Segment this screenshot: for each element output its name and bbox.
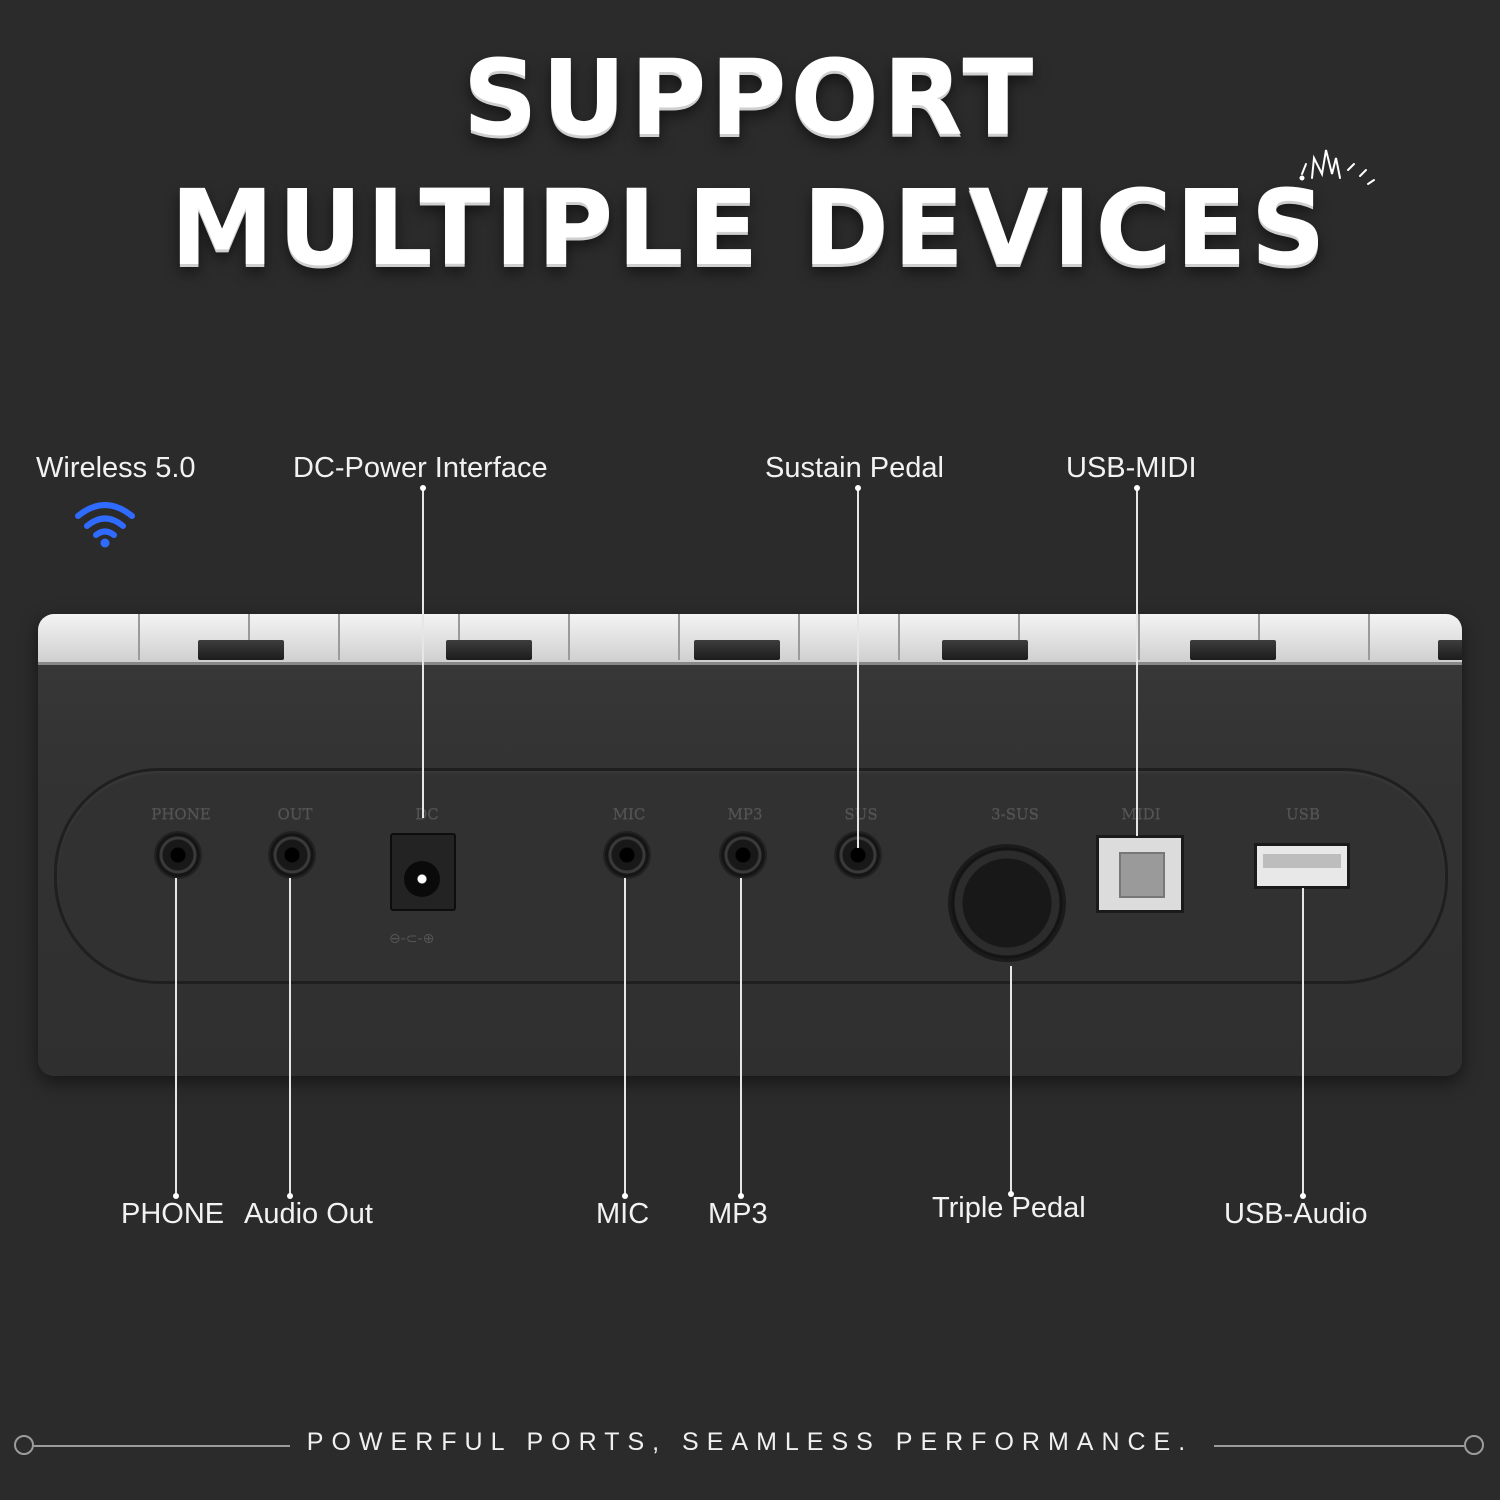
heading-line-2: MULTIPLE DEVICES bbox=[170, 167, 1330, 289]
marking-midi: MIDI bbox=[1121, 805, 1161, 823]
leader-mic bbox=[624, 878, 626, 1196]
marking-usb: USB bbox=[1286, 805, 1320, 823]
label-sustain-pedal: Sustain Pedal bbox=[765, 452, 944, 484]
footer-rule-left bbox=[34, 1445, 290, 1447]
footer-rule-right bbox=[1214, 1445, 1464, 1447]
label-wireless: Wireless 5.0 bbox=[36, 452, 196, 484]
marking-phone: PHONE bbox=[151, 805, 211, 823]
leader-dot bbox=[1300, 1193, 1306, 1199]
footer-ornament-right bbox=[1464, 1435, 1484, 1455]
leader-dot bbox=[1134, 485, 1140, 491]
mic-jack bbox=[605, 833, 649, 877]
leader-triple-pedal bbox=[1010, 966, 1012, 1194]
leader-mp3 bbox=[740, 878, 742, 1196]
heading-line-1: SUPPORT bbox=[462, 37, 1038, 159]
label-dc-power: DC-Power Interface bbox=[293, 452, 548, 484]
leader-dot bbox=[173, 1193, 179, 1199]
footer-ornament-left bbox=[14, 1435, 34, 1455]
marking-mic: MIC bbox=[612, 805, 646, 823]
keyboard-keys bbox=[38, 614, 1462, 665]
keyboard-back-panel: PHONE OUT DC MIC MP3 SUS 3-SUS MIDI USB … bbox=[38, 614, 1462, 1076]
marking-3-sus: 3-SUS bbox=[991, 805, 1039, 823]
leader-phone bbox=[175, 878, 177, 1196]
leader-dot bbox=[1008, 1191, 1014, 1197]
leader-sustain bbox=[857, 488, 859, 848]
label-usb-audio: USB-Audio bbox=[1224, 1198, 1368, 1230]
leader-dot bbox=[855, 485, 861, 491]
leader-dc bbox=[422, 488, 424, 818]
triple-pedal-din-port bbox=[951, 847, 1063, 959]
leader-dot bbox=[420, 485, 426, 491]
leader-usb-audio bbox=[1302, 888, 1304, 1196]
label-triple-pedal: Triple Pedal bbox=[932, 1192, 1086, 1224]
mp3-jack bbox=[721, 833, 765, 877]
dc-polarity-symbols: ⊖-⊂-⊕ bbox=[389, 931, 435, 947]
marking-dc: DC bbox=[415, 805, 439, 823]
label-usb-midi: USB-MIDI bbox=[1066, 452, 1197, 484]
label-audio-out: Audio Out bbox=[244, 1198, 373, 1230]
sparkle-icon bbox=[1299, 149, 1375, 185]
label-mic: MIC bbox=[596, 1198, 650, 1230]
usb-audio-port bbox=[1254, 843, 1350, 889]
phone-jack bbox=[156, 833, 200, 877]
usb-midi-port bbox=[1096, 835, 1184, 913]
leader-dot bbox=[622, 1193, 628, 1199]
port-panel: PHONE OUT DC MIC MP3 SUS 3-SUS MIDI USB … bbox=[54, 768, 1448, 984]
marking-sus: SUS bbox=[844, 805, 878, 823]
wifi-icon bbox=[75, 502, 135, 548]
dc-power-jack bbox=[390, 833, 456, 911]
marking-out: OUT bbox=[277, 805, 313, 823]
out-jack bbox=[270, 833, 314, 877]
leader-audio-out bbox=[289, 878, 291, 1196]
leader-usb-midi bbox=[1136, 488, 1138, 836]
label-phone: PHONE bbox=[121, 1198, 225, 1230]
footer-tagline: POWERFUL PORTS, SEAMLESS PERFORMANCE. bbox=[306, 1428, 1194, 1456]
label-mp3: MP3 bbox=[708, 1198, 768, 1230]
leader-dot bbox=[738, 1193, 744, 1199]
leader-dot bbox=[287, 1193, 293, 1199]
marking-mp3: MP3 bbox=[727, 805, 763, 823]
